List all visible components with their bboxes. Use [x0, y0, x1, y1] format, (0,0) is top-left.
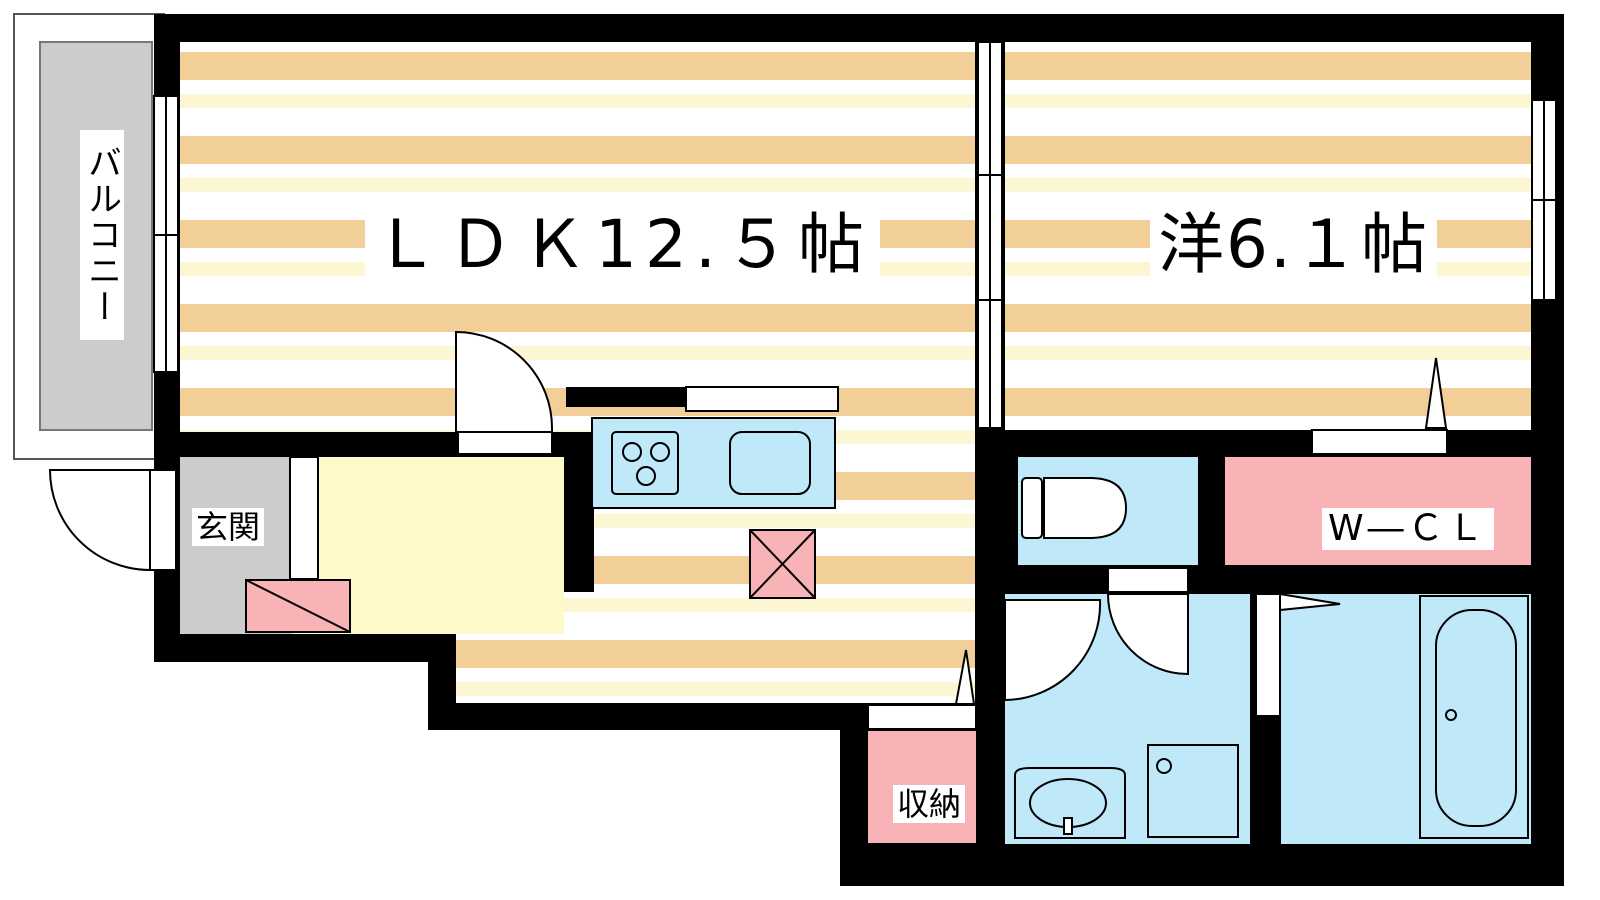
entrance-label: 玄関: [192, 508, 265, 546]
toilet-room: [1018, 457, 1198, 565]
balcony: [13, 13, 165, 460]
bathroom: [1255, 593, 1531, 844]
windows: [149, 41, 1557, 571]
walk-in-closet-label: W―ＣＬ: [1322, 508, 1494, 550]
refrigerator-space: [749, 529, 816, 599]
ldk-lower-floor: [456, 432, 975, 703]
ldk-label: ＬＤＫ12.５帖: [365, 208, 880, 282]
storage-label: 収納: [893, 785, 966, 823]
doors: [48, 330, 1448, 705]
balcony-label: バルコニー: [80, 130, 124, 340]
kitchen-counter: [566, 386, 839, 509]
western-room-label: 洋6.１帖: [1150, 208, 1437, 282]
